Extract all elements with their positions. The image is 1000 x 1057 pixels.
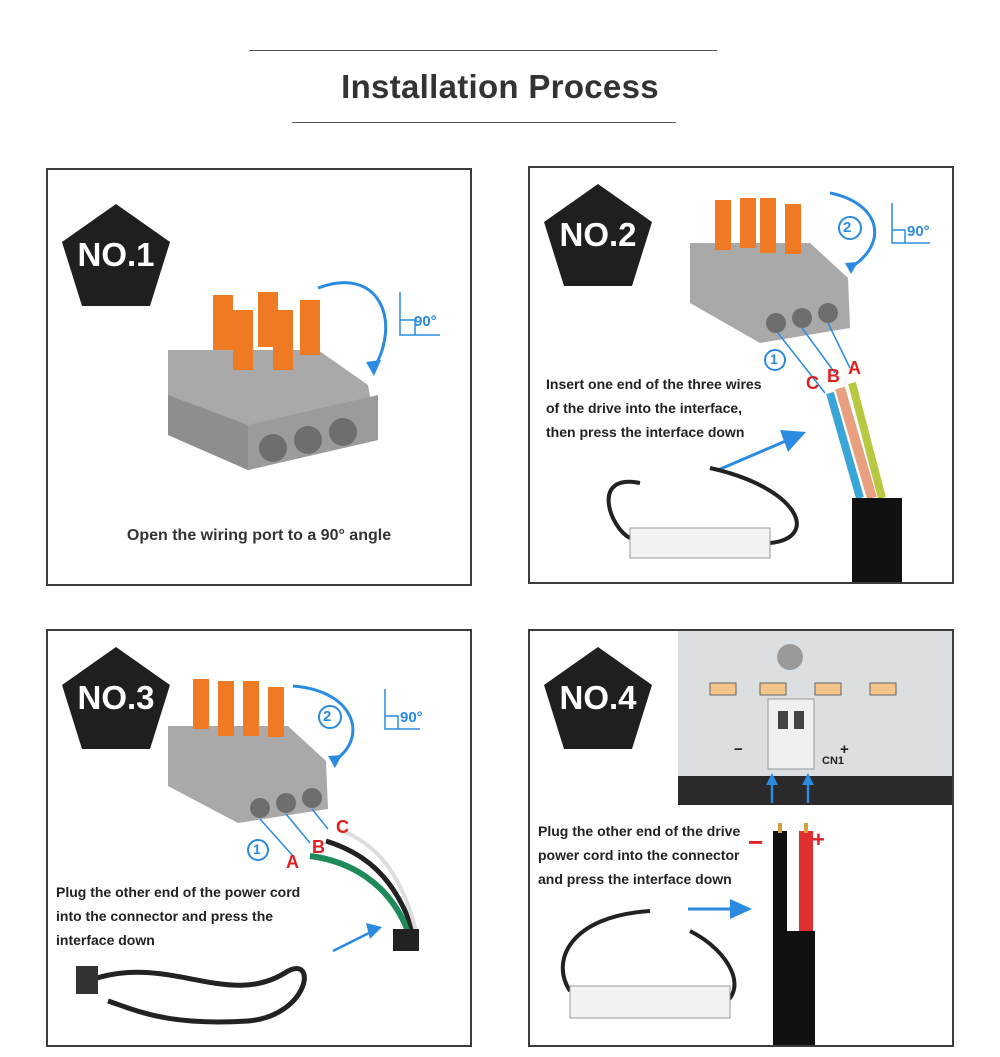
step-badge-1: NO.1	[60, 200, 172, 310]
step-panel-3: NO.3 2 90° 1 A B C Plug the ot	[46, 629, 472, 1047]
title-rule-bottom	[292, 122, 676, 123]
step-caption: Plug the other end of the power cord int…	[56, 884, 301, 948]
step-badge-2: NO.2	[542, 180, 654, 290]
board-plus-mark: +	[840, 741, 849, 758]
polarity-plus-label: +	[812, 827, 825, 852]
wire-label-b: B	[312, 837, 325, 857]
board-minus-mark: −	[734, 741, 743, 758]
step-panel-2: NO.2 2 90° 1 C B A	[528, 166, 954, 584]
connector-wire-insert-illustration	[606, 191, 930, 582]
angle-label: 90°	[400, 709, 423, 726]
step-caption: Insert one end of the three wires of the…	[546, 376, 762, 440]
connector-open-illustration	[168, 281, 440, 470]
step-badge-3: NO.3	[60, 643, 172, 753]
connector-power-cord-illustration	[76, 679, 420, 1025]
step-badge-4: NO.4	[542, 643, 654, 753]
wire-marker: 1	[253, 841, 261, 857]
step-caption: Open the wiring port to a 90° angle	[126, 527, 392, 544]
wire-label-a: A	[286, 852, 299, 872]
wire-label-c: C	[806, 373, 819, 393]
polarity-minus-label: −	[748, 827, 764, 857]
wire-marker: 1	[770, 351, 778, 367]
wire-label-a: A	[848, 358, 861, 378]
wire-label-b: B	[827, 366, 840, 386]
angle-label: 90°	[414, 313, 437, 330]
page-title: Installation Process	[341, 68, 659, 105]
step-caption: Plug the other end of the drive power co…	[538, 823, 741, 887]
angle-label: 90°	[907, 223, 930, 240]
led-board-wiring-illustration	[560, 631, 952, 1045]
step-panel-1: NO.1 90° Open the wiring port to a 90° a…	[46, 168, 472, 586]
step-panel-4: − + CN1 − + NO.4 Plug the other end of t…	[528, 629, 954, 1047]
title-rule-top	[249, 50, 717, 51]
board-connector-mark: CN1	[822, 755, 845, 767]
wire-label-c: C	[336, 817, 349, 837]
step-marker: 2	[323, 708, 332, 725]
step-marker: 2	[843, 219, 852, 236]
